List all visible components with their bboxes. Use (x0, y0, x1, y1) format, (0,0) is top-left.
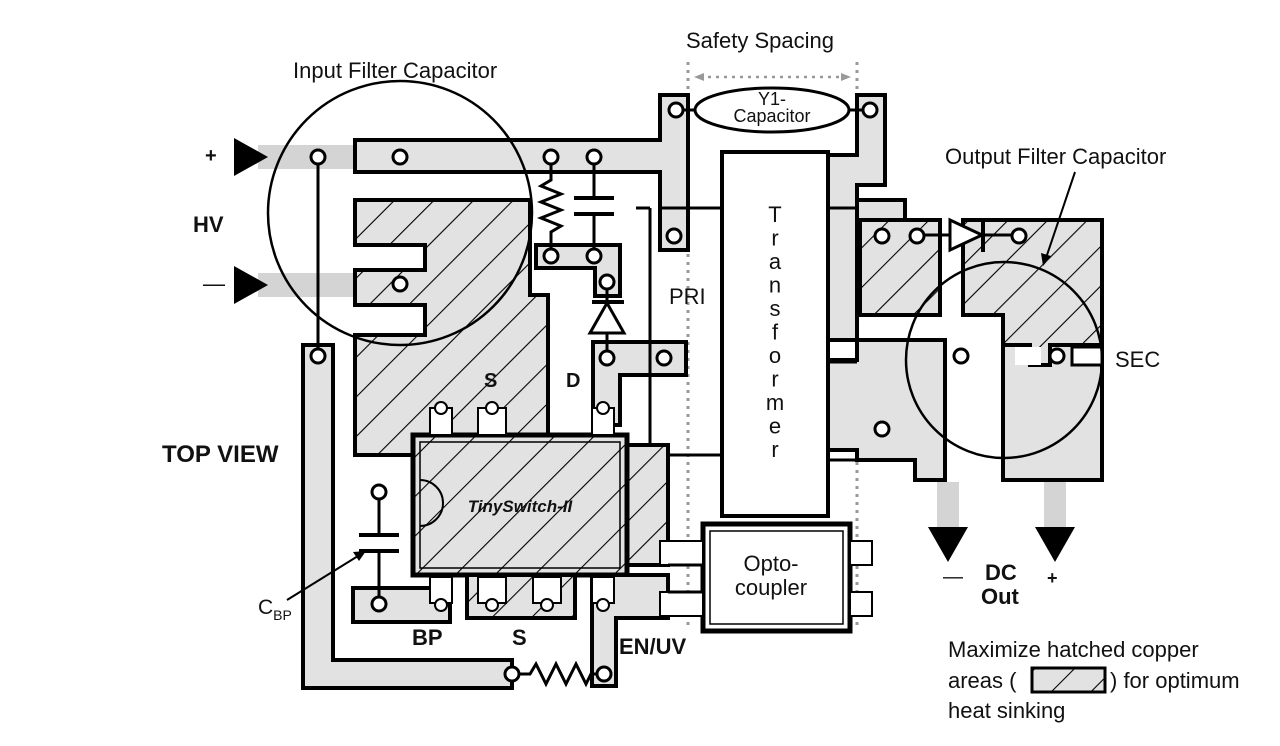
tinyswitch-ic-body (410, 432, 630, 578)
pin-s-bottom-label: S (512, 625, 527, 650)
dc-plus-label: + (1047, 568, 1058, 588)
ic-pins-bottom (429, 576, 615, 612)
y1-label-line1: Y1- (758, 89, 786, 109)
ic-pins-top (429, 401, 615, 436)
hv-plus-label: + (205, 145, 217, 167)
transformer-letter: a (769, 249, 782, 274)
hv-plus-trace (258, 145, 358, 169)
primary-bus-trace (353, 93, 690, 252)
transformer-letter: r (771, 437, 778, 462)
hv-label: HV (193, 212, 224, 237)
source-copper-hatched (353, 198, 550, 457)
dc-plus-arrow-icon (1035, 527, 1075, 562)
note-line2a: areas ( (948, 668, 1017, 693)
transformer-letter: T (768, 202, 781, 227)
note-line3: heat sinking (948, 698, 1065, 723)
output-diode-icon (917, 217, 1013, 253)
transformer-body (720, 150, 830, 518)
transformer-letter: r (771, 367, 778, 392)
return-trace (301, 343, 514, 690)
output-filter-capacitor-label: Output Filter Capacitor (945, 144, 1166, 169)
dc-minus-trace (937, 482, 959, 530)
hv-minus-arrow-icon (234, 266, 268, 304)
dc-plus-trace (1044, 482, 1066, 530)
clamp-resistor-icon (536, 157, 566, 255)
transformer-letter: m (766, 390, 784, 415)
optocoupler (659, 521, 873, 634)
hv-minus-label: — (203, 271, 225, 296)
note-line1: Maximize hatched copper (948, 637, 1199, 662)
transformer-letter: o (769, 343, 781, 368)
transformer-letter: r (771, 226, 778, 251)
hatch-legend-swatch (1030, 666, 1107, 694)
transformer-letter: e (769, 414, 781, 439)
pin-s-top-label: S (484, 370, 497, 392)
optocoupler-label-line2: coupler (735, 575, 807, 600)
pri-label: PRI (669, 284, 706, 309)
pin-en-uv-label: EN/UV (619, 634, 687, 659)
y1-label-line2: Capacitor (733, 106, 810, 126)
optocoupler-label-line1: Opto- (743, 551, 798, 576)
ic-pin1-notch (419, 479, 444, 527)
hv-plus-arrow-icon (234, 138, 268, 176)
dc-minus-label: — (943, 566, 963, 588)
dc-out-label-line2: Out (981, 584, 1020, 609)
pin-d-label: D (566, 370, 580, 392)
pin-bp-label: BP (412, 625, 443, 650)
safety-spacing-zone (686, 62, 859, 630)
ic-name-label: TinySwitch-II (468, 497, 574, 516)
dc-out-label-line1: DC (985, 560, 1017, 585)
input-filter-capacitor-label: Input Filter Capacitor (293, 58, 497, 83)
safety-spacing-label: Safety Spacing (686, 28, 834, 53)
cbp-capacitor-icon (286, 496, 399, 601)
vias (309, 101, 1066, 683)
cbp-label: CBP (258, 596, 292, 623)
top-view-label: TOP VIEW (162, 441, 279, 468)
dc-minus-arrow-icon (928, 527, 968, 562)
output-filter-capacitor-outline (904, 260, 1104, 460)
input-filter-capacitor-outline (266, 79, 534, 347)
sec-label: SEC (1115, 347, 1160, 372)
note-line2b: ) for optimum (1110, 668, 1240, 693)
en-uv-resistor-icon (518, 660, 598, 688)
secondary-return-pad (826, 338, 947, 482)
transformer-letter: s (770, 296, 781, 321)
output-cap-leader-arrow (1041, 253, 1051, 266)
hv-minus-trace (258, 273, 358, 297)
clamp-capacitor-icon (574, 157, 614, 255)
transformer-letter: f (772, 320, 779, 345)
transformer-letter: n (769, 273, 781, 298)
